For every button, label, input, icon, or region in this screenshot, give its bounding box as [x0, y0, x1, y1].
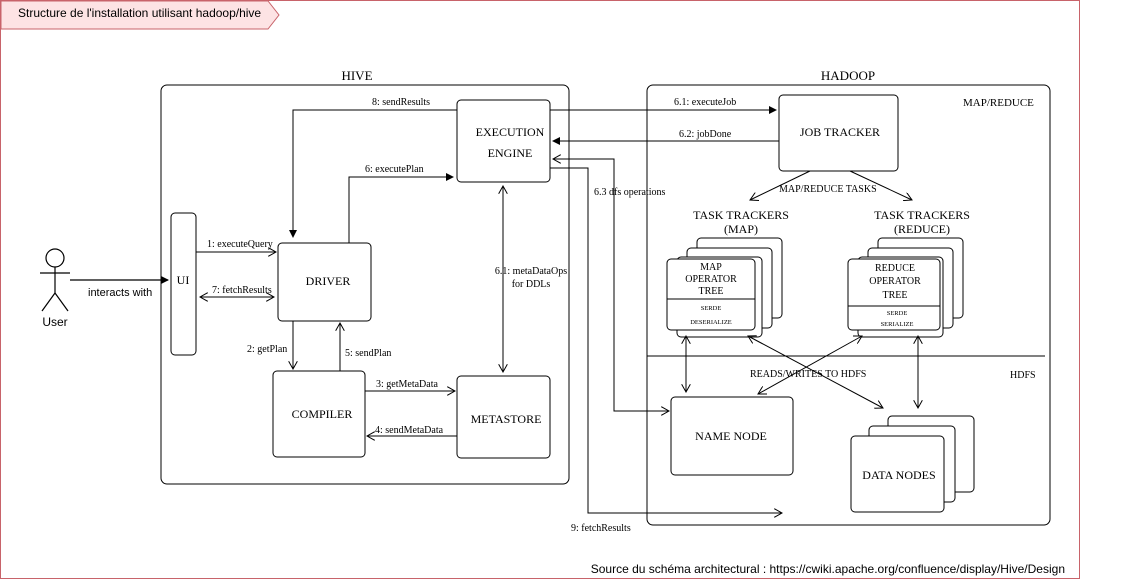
data-nodes-label: DATA NODES [862, 468, 935, 482]
dfs-operations-label: 6.3 dfs operations [594, 187, 665, 198]
reduce-serde-line2: SERIALIZE [881, 321, 914, 328]
map-op-line2: OPERATOR [685, 274, 737, 285]
send-results-arrow [289, 109, 457, 238]
execution-engine-label-line2: ENGINE [488, 146, 533, 160]
task-trackers-map-title-line2: (MAP) [724, 222, 758, 236]
map-reduce-tasks-label: MAP/REDUCE TASKS [779, 184, 877, 195]
map-op-line3: TREE [699, 286, 724, 297]
job-done-label: 6.2: jobDone [679, 129, 732, 140]
compiler-node [272, 370, 366, 458]
meta-data-ops-label-line2: for DDLs [512, 279, 551, 290]
reduce-op-line2: OPERATOR [869, 276, 921, 287]
interacts-with-label: interacts with [88, 287, 152, 299]
get-meta-data-label: 3: getMetaData [376, 379, 438, 390]
send-meta-data-label: 4: sendMetaData [375, 425, 444, 436]
task-trackers-reduce-title-line1: TASK TRACKERS [874, 208, 970, 222]
task-trackers-map-stack [666, 237, 783, 338]
reduce-to-namenode-arrow [758, 336, 862, 394]
user-label: User [42, 315, 67, 329]
execution-engine-label-line1: EXECUTION [476, 125, 545, 139]
fetch-results-hdfs-label: 9: fetchResults [571, 523, 631, 534]
name-node [670, 396, 794, 476]
ui-node [170, 212, 197, 356]
send-results-label: 8: sendResults [372, 97, 430, 108]
fetch-results-hdfs-arrow [550, 167, 782, 513]
mapreduce-section-label: MAP/REDUCE [963, 97, 1034, 109]
send-plan-label: 5: sendPlan [345, 348, 391, 359]
hive-title: HIVE [341, 68, 372, 83]
driver-node-label: DRIVER [306, 274, 351, 288]
map-op-line1: MAP [700, 262, 722, 273]
metastore-node-label: METASTORE [471, 412, 542, 426]
canvas-frame [0, 0, 1080, 579]
map-serde-line1: SERDE [701, 305, 722, 312]
meta-data-ops-label-line1: 6.1: metaDataOps [495, 266, 567, 277]
page-title: Structure de l'installation utilisant ha… [18, 6, 262, 20]
job-tracker-node [778, 94, 899, 172]
data-nodes-stack [850, 415, 975, 513]
hadoop-title: HADOOP [821, 68, 875, 83]
compiler-node-label: COMPILER [292, 407, 353, 421]
execute-job-label: 6.1: executeJob [674, 97, 736, 108]
map-tasks-arrow [750, 170, 811, 200]
user-actor-icon [40, 248, 70, 312]
title-tab [0, 0, 280, 30]
execution-engine-node [456, 99, 551, 183]
execute-plan-label: 6: executePlan [365, 164, 424, 175]
ui-node-label: UI [177, 273, 190, 287]
metastore-node [456, 375, 551, 459]
map-serde-line2: DESERIALIZE [690, 319, 732, 326]
driver-node [277, 242, 372, 322]
reads-writes-hdfs-label: READS/WRITES TO HDFS [750, 369, 866, 380]
reduce-op-line3: TREE [883, 290, 908, 301]
name-node-label: NAME NODE [695, 429, 767, 443]
source-caption: Source du schéma architectural : https:/… [590, 562, 1065, 576]
execute-plan-arrow [348, 173, 454, 243]
reduce-tasks-arrow [849, 170, 912, 200]
hdfs-section-label: HDFS [1010, 370, 1036, 381]
fetch-results-ui-label: 7: fetchResults [212, 285, 272, 296]
job-tracker-label: JOB TRACKER [800, 125, 880, 139]
execute-query-label: 1: executeQuery [207, 239, 273, 250]
task-trackers-reduce-title-line2: (REDUCE) [894, 222, 950, 236]
reduce-op-line1: REDUCE [875, 263, 915, 274]
task-trackers-map-title-line1: TASK TRACKERS [693, 208, 789, 222]
reduce-serde-line1: SERDE [887, 310, 908, 317]
task-trackers-reduce-stack [847, 237, 964, 338]
dfs-operations-arrow [553, 159, 669, 411]
get-plan-label: 2: getPlan [247, 344, 287, 355]
